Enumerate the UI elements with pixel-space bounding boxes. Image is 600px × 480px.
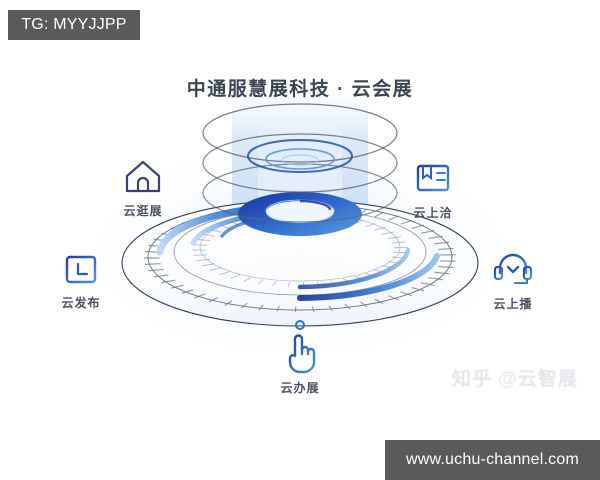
floating-rings (202, 103, 398, 223)
feature-label: 云办展 (280, 381, 320, 395)
page-title: 中通服慧展科技 · 云会展 (186, 79, 414, 100)
inner-blue-torus (238, 192, 362, 236)
feature-node-cloud-browse[interactable]: 云逛展 (97, 153, 189, 219)
pointing-hand-icon (254, 330, 346, 376)
feature-node-cloud-release[interactable]: 云发布 (35, 245, 127, 311)
calendar-clock-icon (35, 245, 127, 291)
feature-node-cloud-broadcast[interactable]: 云上播 (467, 246, 559, 312)
tg-watermark-badge: TG: MYYJJPP (8, 10, 140, 40)
zhihu-watermark: 知乎 @云智展 (452, 368, 578, 390)
book-icon (387, 155, 479, 201)
feature-label: 云发布 (61, 296, 101, 310)
headset-icon (467, 246, 559, 292)
feature-node-cloud-negotiate[interactable]: 云上洽 (387, 155, 479, 221)
house-icon (97, 153, 189, 199)
anchor-dot (295, 320, 305, 330)
feature-label: 云上洽 (413, 206, 453, 220)
feature-label: 云上播 (493, 297, 533, 311)
feature-node-cloud-host[interactable]: 云办展 (254, 330, 346, 396)
feature-label: 云逛展 (123, 204, 163, 218)
website-watermark-badge: www.uchu-channel.com (385, 440, 600, 480)
